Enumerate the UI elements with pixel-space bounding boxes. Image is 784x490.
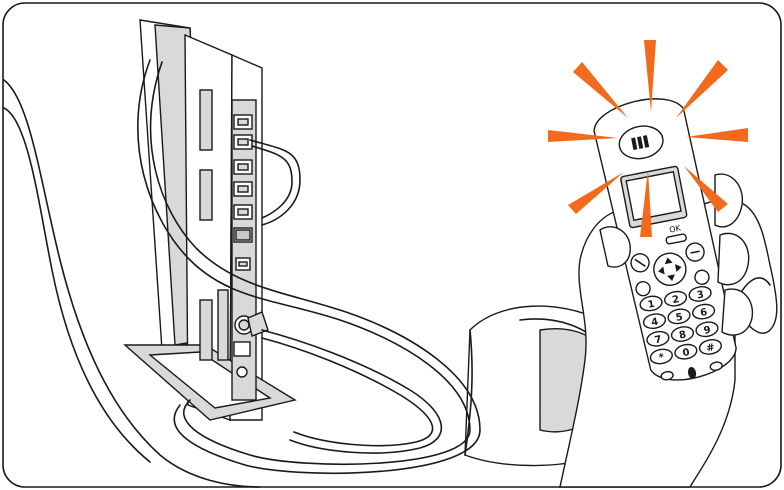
dc-port — [233, 341, 251, 378]
settings-key[interactable] — [694, 269, 710, 285]
hangup-icon[interactable] — [684, 242, 705, 263]
key-6[interactable]: 6 — [691, 303, 716, 321]
hand-fingers — [599, 173, 754, 336]
svg-text:4: 4 — [650, 317, 659, 329]
ethernet-port-1 — [233, 114, 253, 130]
usb-port — [235, 257, 251, 271]
svg-text:OK: OK — [669, 223, 683, 234]
intercom-key[interactable] — [660, 370, 674, 381]
svg-text:6: 6 — [699, 307, 708, 319]
softkey-ok[interactable]: OK — [664, 223, 687, 245]
svg-text:*: * — [658, 352, 666, 364]
svg-text:5: 5 — [675, 312, 684, 324]
microphone-icon — [687, 366, 697, 379]
ray-lower-left — [568, 172, 624, 214]
svg-text:8: 8 — [678, 329, 687, 341]
key-1[interactable]: 1 — [639, 294, 663, 312]
router — [123, 19, 297, 421]
handset: OK 1 2 3 4 5 6 7 8 9 — [593, 98, 737, 381]
earpiece-icon — [618, 125, 664, 160]
ray-right — [686, 128, 748, 142]
key-8[interactable]: 8 — [670, 325, 695, 343]
cables — [137, 59, 481, 475]
svg-text:#: # — [706, 342, 716, 354]
key-hash[interactable]: # — [698, 338, 723, 356]
svg-text:9: 9 — [703, 325, 712, 337]
call-icon[interactable] — [630, 252, 651, 273]
key-7[interactable]: 7 — [646, 330, 670, 348]
ray-top — [644, 40, 656, 112]
ethernet-port-4 — [233, 181, 253, 197]
key-3[interactable]: 3 — [688, 285, 712, 303]
key-9[interactable]: 9 — [695, 320, 719, 338]
ray-lower-mid — [640, 170, 652, 237]
svg-text:1: 1 — [647, 299, 656, 311]
ethernet-port-2 — [233, 134, 253, 150]
ray-top-left — [573, 62, 628, 118]
key-star[interactable]: * — [649, 348, 673, 366]
ray-top-right — [676, 60, 728, 118]
redial-key[interactable] — [709, 361, 723, 371]
svg-text:2: 2 — [671, 294, 680, 306]
phone-port-plugged — [233, 227, 253, 243]
ringing-rays — [548, 40, 748, 237]
ray-left — [548, 130, 618, 142]
wall-outline — [3, 79, 261, 488]
phone-port — [233, 204, 253, 220]
ethernet-port-3 — [233, 159, 253, 175]
nav-pad-icon[interactable] — [651, 250, 689, 288]
svg-text:7: 7 — [654, 334, 663, 346]
svg-text:3: 3 — [696, 289, 705, 301]
key-4[interactable]: 4 — [642, 312, 667, 330]
ray-lower-right — [684, 166, 728, 212]
key-2[interactable]: 2 — [663, 290, 688, 308]
key-0[interactable]: 0 — [674, 343, 698, 361]
menu-key[interactable] — [635, 281, 651, 297]
keypad: 1 2 3 4 5 6 7 8 9 * 0 # — [639, 285, 723, 366]
key-5[interactable]: 5 — [667, 307, 691, 325]
svg-text:0: 0 — [682, 347, 691, 359]
